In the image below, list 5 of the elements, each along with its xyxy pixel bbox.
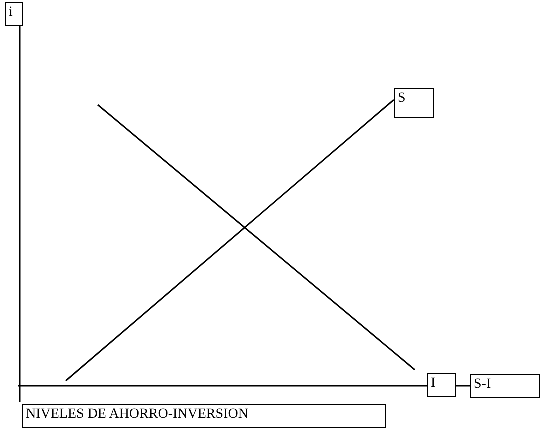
axis-label: i (5, 2, 23, 26)
curve-label: S (394, 88, 434, 118)
axis-title: NIVELES DE AHORRO-INVERSION (22, 404, 386, 428)
curve-label: I (427, 373, 456, 397)
axis-label: S-I (470, 374, 540, 398)
